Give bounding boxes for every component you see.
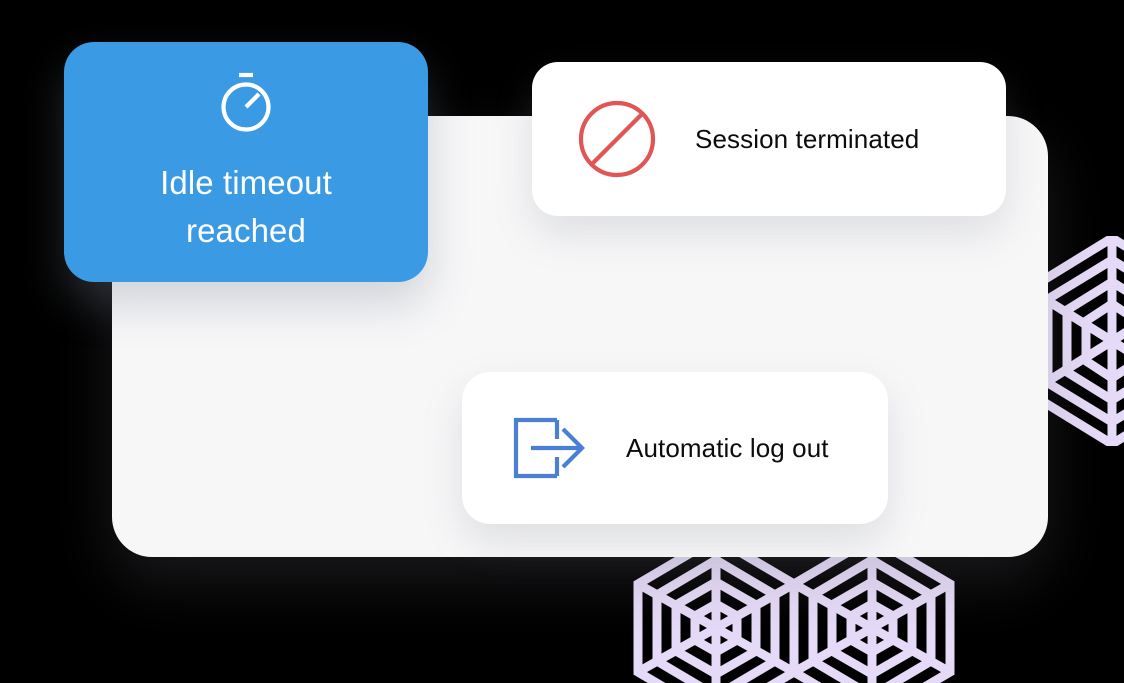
- idle-timeout-label-line2: reached: [186, 212, 306, 249]
- idle-timeout-label: Idle timeout reached: [160, 159, 332, 255]
- log-out-icon: [506, 410, 592, 486]
- prohibited-icon: [576, 98, 658, 180]
- idle-timeout-label-line1: Idle timeout: [160, 164, 332, 202]
- automatic-log-out-label: Automatic log out: [626, 432, 829, 463]
- stopwatch-icon: [213, 69, 279, 135]
- automatic-log-out-card[interactable]: Automatic log out: [462, 372, 888, 524]
- session-terminated-card[interactable]: Session terminated: [532, 62, 1006, 216]
- idle-timeout-card[interactable]: Idle timeout reached: [64, 42, 428, 282]
- hexagon-lattice-pattern-bottom: [633, 548, 955, 683]
- session-terminated-label: Session terminated: [695, 123, 920, 154]
